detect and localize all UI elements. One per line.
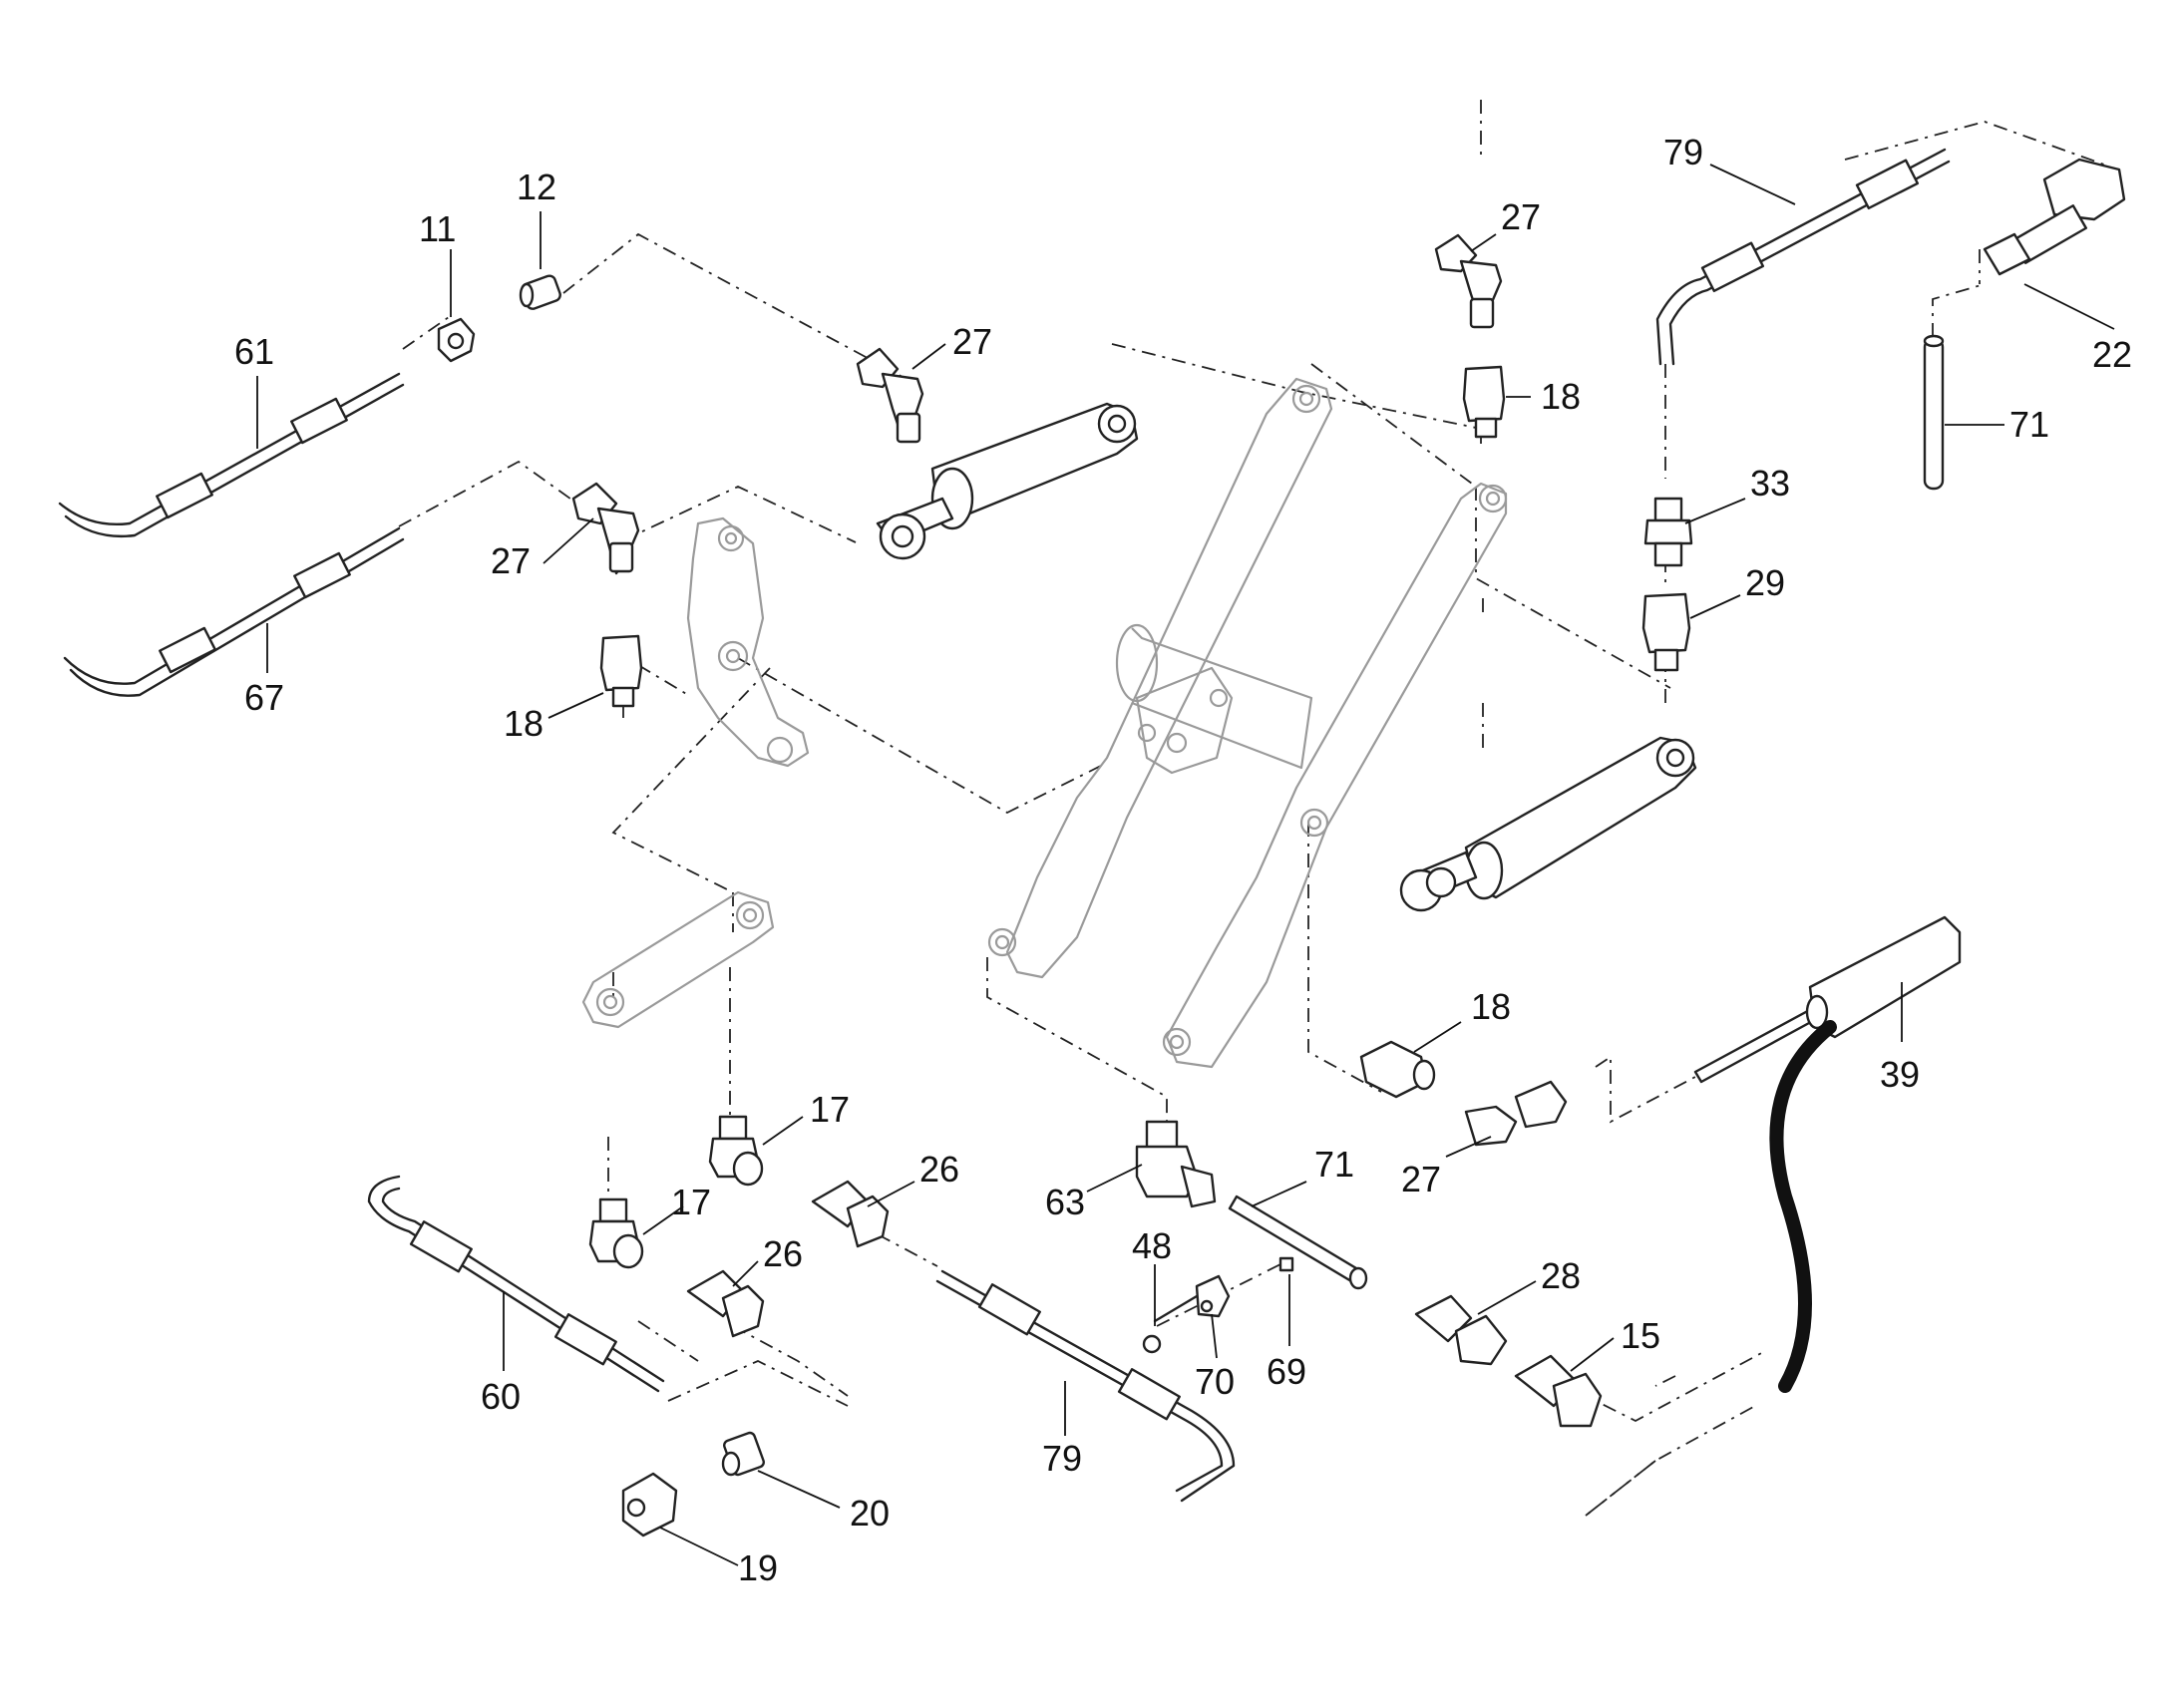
tube-71-horizontal [1228,1195,1368,1290]
adapter-29 [1641,592,1691,672]
callout-27: 27 [491,540,531,581]
tube-71-vertical [1923,334,1945,491]
bellcrank-link [686,516,810,768]
elbow-27-lower [1464,1080,1568,1147]
callout-67: 67 [244,677,284,718]
assembly-lines [398,100,2105,1517]
tilt-link [581,890,775,1029]
tube-60 [367,1175,665,1393]
callout-11: 11 [419,208,456,249]
adapter-18-left [599,634,643,708]
nut-11 [437,317,476,363]
connector-28 [1414,1294,1508,1366]
callout-26: 26 [919,1149,959,1190]
elbow-27-left [571,482,640,575]
nut-19 [621,1472,678,1537]
callout-15: 15 [1621,1315,1660,1356]
callout-27: 27 [952,321,992,362]
sleeve-12 [519,274,561,310]
callout-17: 17 [810,1089,850,1130]
callout-71: 71 [2009,404,2049,445]
callout-26: 26 [763,1233,803,1274]
grease-gun-39 [1693,915,1962,1393]
tube-61 [58,372,405,537]
callout-28: 28 [1541,1255,1581,1296]
elbow-17-lower [588,1197,644,1269]
bolt-48 [1142,1294,1199,1354]
callout-27: 27 [1401,1159,1441,1199]
tube-67 [63,526,405,697]
callout-17: 17 [671,1182,711,1222]
callout-22: 22 [2092,334,2132,375]
tube-79-bottom [935,1269,1236,1503]
callout-29: 29 [1745,562,1785,603]
union-26-lower [686,1269,765,1338]
connector-15 [1514,1354,1603,1428]
upper-hydraulic-cylinder [876,402,1139,560]
tube-79-top [1655,148,1951,366]
callout-61: 61 [234,331,274,372]
callout-18: 18 [1541,376,1581,417]
callout-18: 18 [1471,986,1511,1027]
callout-27: 27 [1501,196,1541,237]
union-26-upper [811,1180,890,1248]
callout-79: 79 [1042,1438,1082,1479]
nut-69 [1278,1256,1294,1272]
elbow-17-upper [708,1115,764,1187]
lower-hydraulic-cylinder [1399,736,1697,912]
callout-69: 69 [1267,1351,1306,1392]
callout-20: 20 [850,1493,890,1534]
callout-79: 79 [1663,132,1703,172]
callout-70: 70 [1195,1361,1235,1402]
elbow-63 [1135,1120,1217,1208]
fitting-22 [1983,158,2126,276]
callout-63: 63 [1045,1182,1085,1222]
callout-19: 19 [738,1547,778,1588]
callout-48: 48 [1132,1225,1172,1266]
callout-18: 18 [504,703,544,744]
callout-71: 71 [1314,1144,1354,1185]
sleeve-20 [721,1431,765,1477]
callout-12: 12 [517,167,556,207]
loader-boom-frame [987,377,1508,1069]
clamp-70 [1195,1274,1231,1318]
callout-39: 39 [1880,1054,1920,1095]
callout-60: 60 [481,1376,521,1417]
adapter-18-lower-right [1359,1040,1436,1099]
elbow-27-right [1434,233,1503,329]
callout-labels: 11 12 61 27 27 67 18 27 18 79 22 71 33 2… [234,132,2132,1588]
callout-33: 33 [1750,463,1790,504]
elbow-27-top [856,347,924,444]
adapter-18-top-right [1462,365,1506,439]
adapter-33 [1643,497,1693,567]
leader-lines [256,164,2115,1566]
